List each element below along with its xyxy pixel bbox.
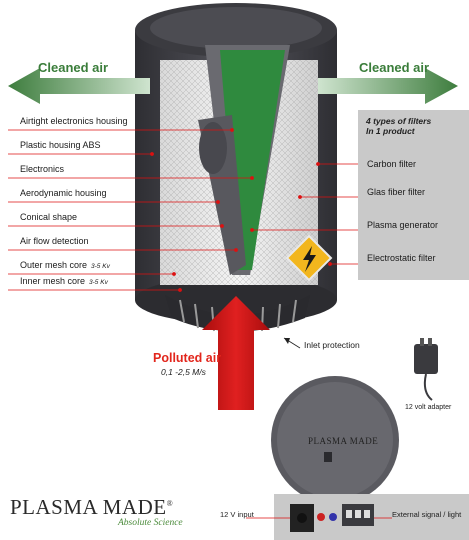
polluted-air-label: Polluted air (153, 351, 222, 365)
label-air-flow-detection: Air flow detection (20, 236, 89, 246)
polluted-air-speed: 0,1 -2,5 M/s (161, 367, 206, 377)
bottom-view-brand: PLASMA MADE (308, 436, 379, 446)
high-voltage-warning-icon (285, 234, 333, 282)
panel-title-line-2: In 1 product (366, 126, 415, 136)
cleaned-air-arrow-left (8, 68, 150, 104)
filters-panel (358, 110, 469, 280)
left-guide-lines (8, 128, 254, 292)
brand-logo: PLASMA MADE® (10, 495, 174, 519)
cleaned-air-left-label: Cleaned air (38, 60, 109, 75)
inlet-protection-label: Inlet protection (304, 340, 360, 350)
label-plastic-housing: Plastic housing ABS (20, 140, 101, 150)
blue-indicator (329, 513, 337, 521)
red-indicator (317, 513, 325, 521)
label-electronics: Electronics (20, 164, 65, 174)
filter-label-plasma: Plasma generator (367, 220, 439, 230)
cleaned-air-arrow-right (318, 68, 458, 104)
brand-tagline: Absolute Science (118, 518, 183, 528)
connector-panel (246, 504, 392, 532)
conical-electronics-housing (198, 45, 290, 275)
external-signal-label: External signal / light (392, 510, 462, 519)
filters-panel-title: 4 types of filters In 1 product (366, 116, 466, 136)
device-bottom-view (271, 376, 399, 504)
polluted-air-arrow (202, 296, 270, 410)
label-aerodynamic-housing: Aerodynamic housing (20, 188, 107, 198)
label-airtight-housing: Airtight electronics housing (20, 116, 128, 126)
filter-label-electrostatic: Electrostatic filter (367, 253, 436, 263)
cleaned-air-right-label: Cleaned air (359, 60, 430, 75)
label-conical-shape: Conical shape (20, 212, 78, 222)
filter-label-glass-fiber: Glas fiber filter (367, 187, 426, 197)
power-adapter-icon (414, 338, 438, 401)
panel-title-line-1: 4 types of filters (366, 116, 432, 126)
adapter-label: 12 volt adapter (405, 404, 452, 411)
filter-label-carbon: Carbon filter (367, 159, 417, 169)
input-label: 12 V input (220, 510, 254, 519)
